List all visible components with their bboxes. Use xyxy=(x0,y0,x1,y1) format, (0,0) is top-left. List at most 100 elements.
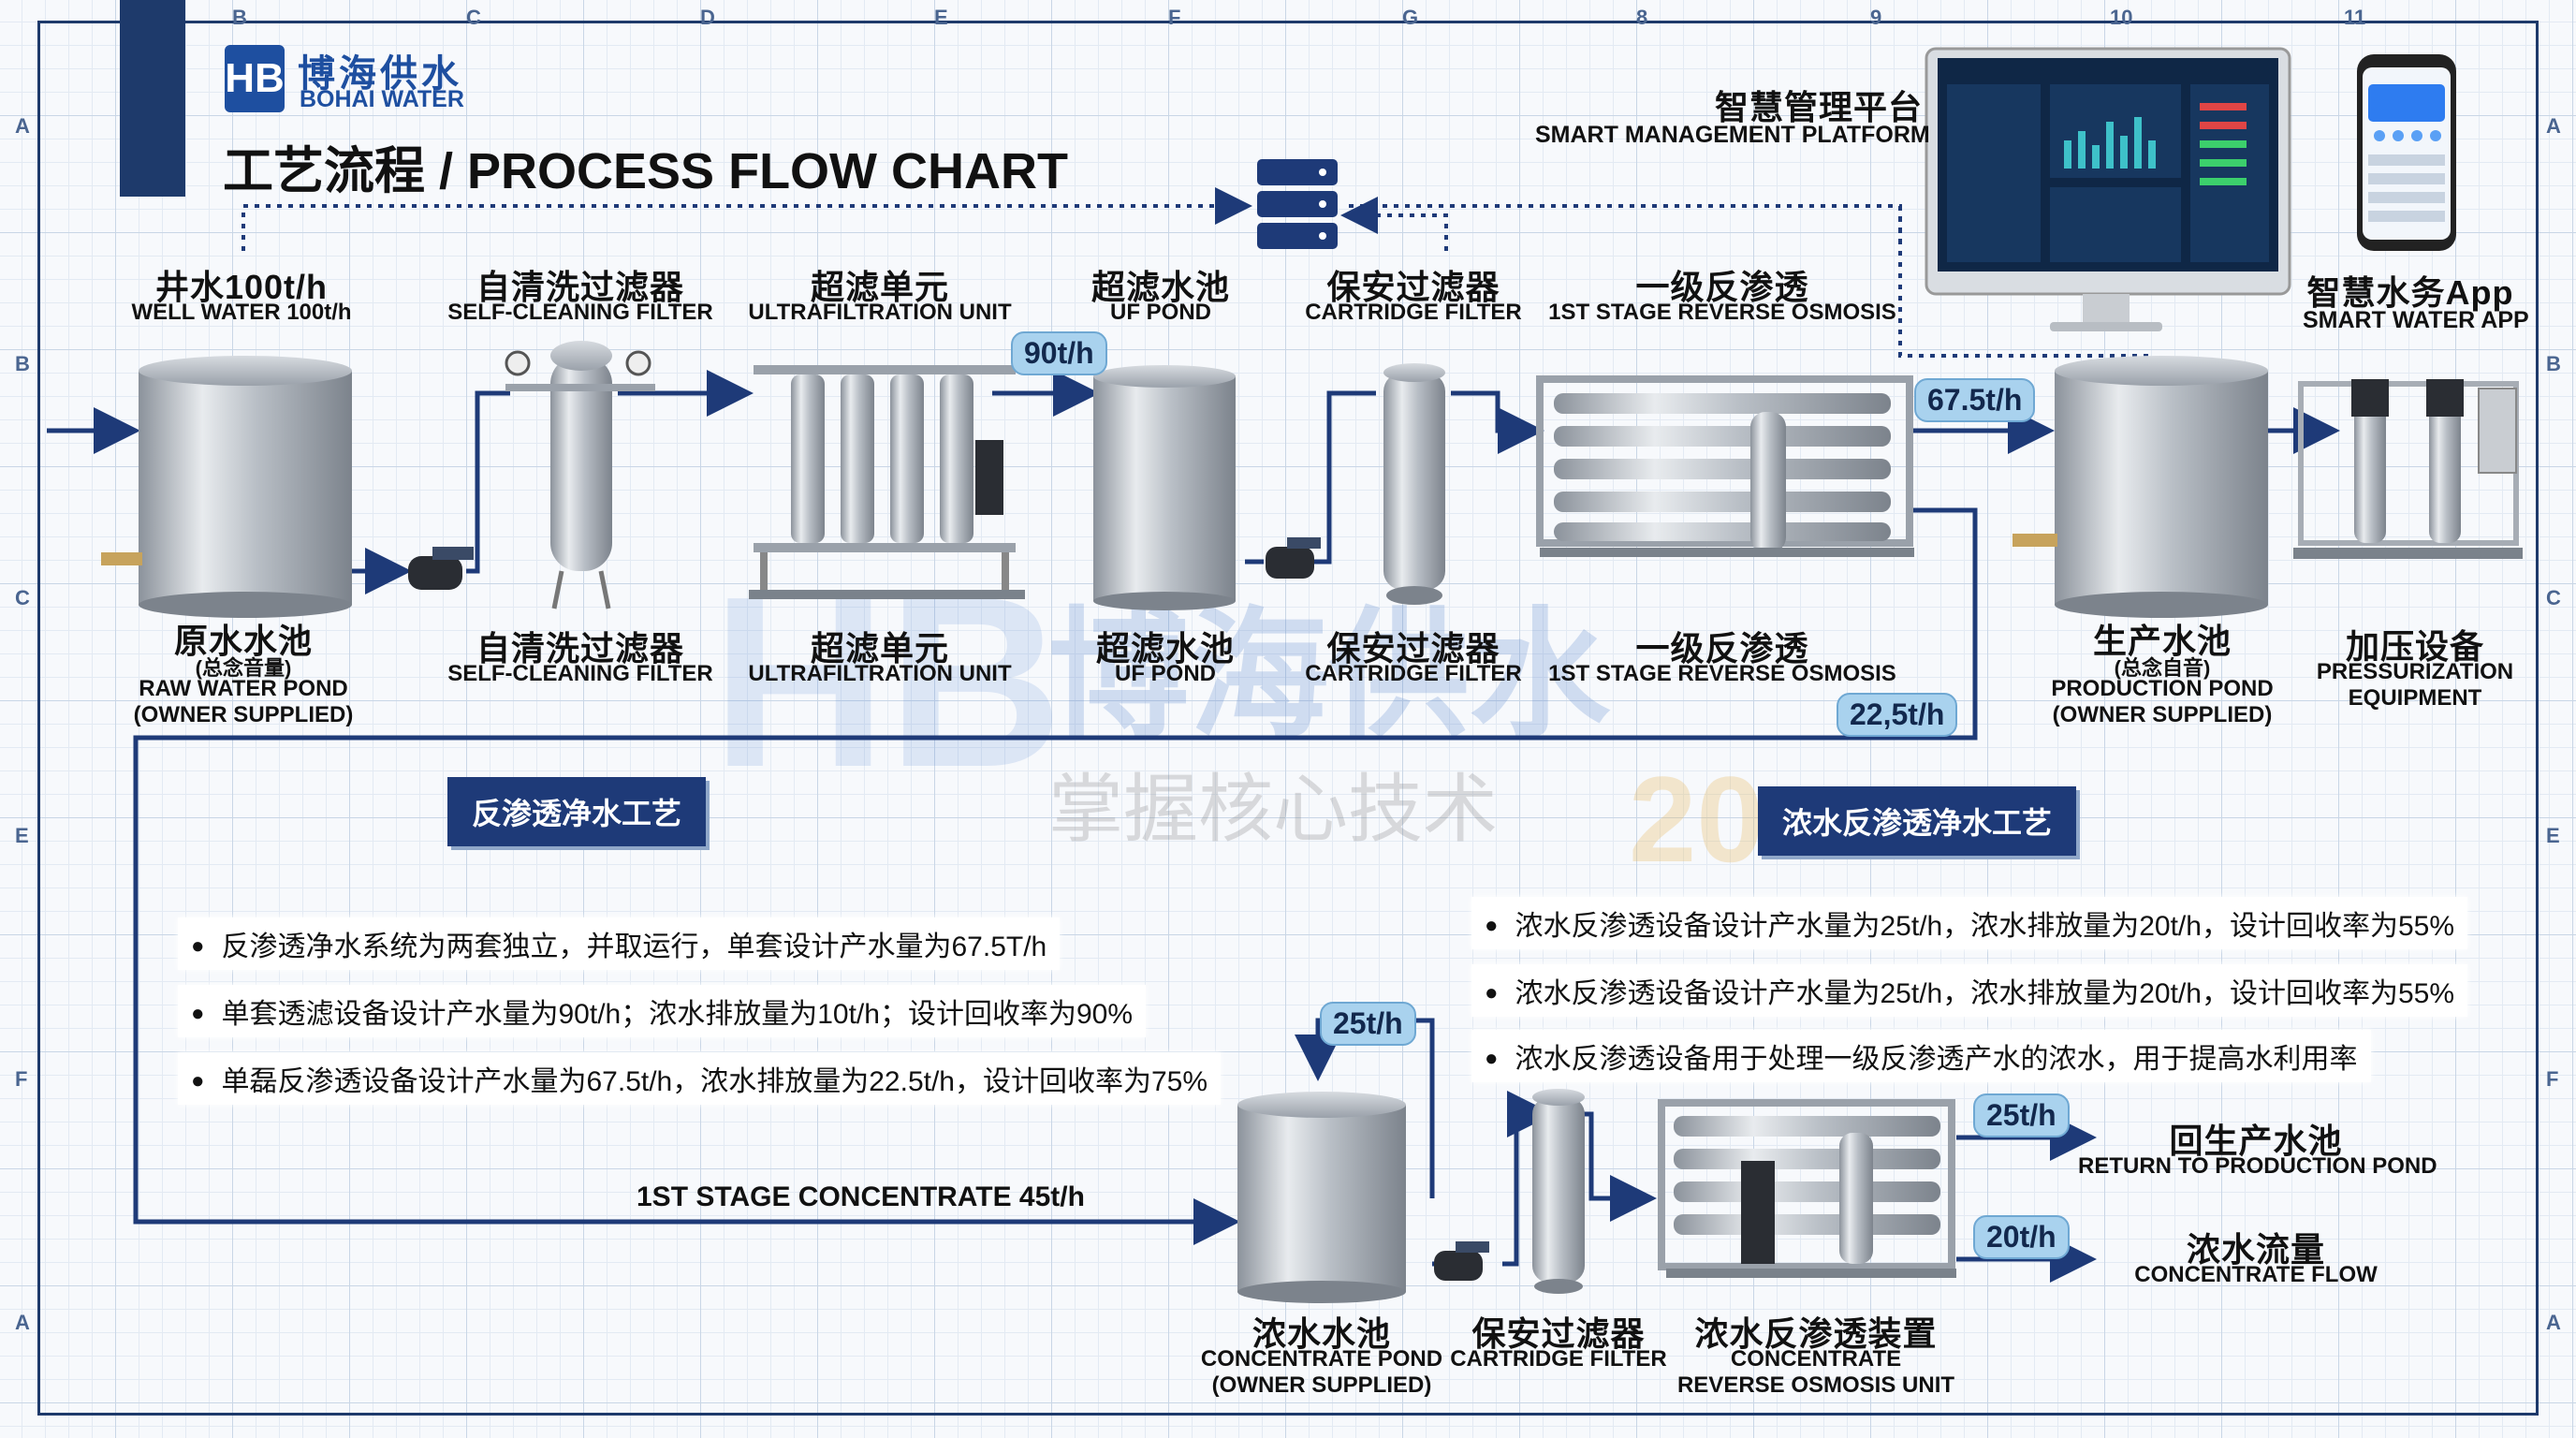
label-ufpond-en: UF POND xyxy=(1115,661,1216,686)
label-production-en2: (OWNER SUPPLIED) xyxy=(2052,702,2273,727)
note-left-2: 单套透滤设备设计产水量为90t/h；浓水排放量为10t/h；设计回收率为90% xyxy=(178,985,1146,1037)
label-concflow-cn: 浓水流量 xyxy=(2186,1230,2325,1269)
brand-logo: HB xyxy=(225,45,285,112)
brand-name-cn: 博海供水 xyxy=(298,53,462,95)
title-block-bar xyxy=(120,0,185,197)
label-ufpond-cn: 超滤水池 xyxy=(1095,629,1235,668)
grid-col-label: F xyxy=(1168,6,1181,29)
label-cartridge-cn: 保安过滤器 xyxy=(1326,629,1500,668)
grid-col-label: E xyxy=(934,6,948,29)
banner-ro-process: 反渗透净水工艺 xyxy=(447,777,707,846)
watermark-years: 20 xyxy=(1629,751,1764,888)
label-rawpond-en1: RAW WATER POND xyxy=(139,676,348,701)
grid-row-label-left: B xyxy=(15,352,30,375)
grid-col-label: B xyxy=(232,6,247,29)
rate-concentrate-flow: 20t/h xyxy=(1973,1215,2070,1259)
grid-row-label-right: F xyxy=(2546,1067,2559,1091)
label-concpond-en2: (OWNER SUPPLIED) xyxy=(1211,1372,1432,1398)
grid-row-label-right: A xyxy=(2546,114,2561,138)
label-concro-cn: 浓水反渗透装置 xyxy=(1694,1314,1938,1353)
app-title-cn: 智慧水务App xyxy=(2306,273,2514,312)
note-left-1: 反渗透净水系统为两套独立，并取运行，单套设计产水量为67.5T/h xyxy=(178,917,1061,970)
pump-2-icon xyxy=(1266,537,1321,579)
label-selfclean-top-en: SELF-CLEANING FILTER xyxy=(447,300,713,325)
data-link-lines xyxy=(242,187,2153,358)
page-title: 工艺流程 / PROCESS FLOW CHART xyxy=(223,143,1068,199)
grid-row-label-right: B xyxy=(2546,352,2561,375)
label-cartridge-top-en: CARTRIDGE FILTER xyxy=(1305,300,1522,325)
grid-row-label-right: A xyxy=(2546,1311,2561,1334)
platform-title-en: SMART MANAGEMENT PLATFORM xyxy=(1535,122,1930,148)
grid-row-label-left: A xyxy=(15,114,30,138)
label-rawpond-en2: (OWNER SUPPLIED) xyxy=(133,702,354,727)
pressurization-equipment xyxy=(2293,379,2523,559)
label-production-en1: PRODUCTION POND xyxy=(2051,676,2274,701)
banner-concentrate-process: 浓水反渗透净水工艺 xyxy=(1758,786,2077,856)
label-uf-top-cn: 超滤单元 xyxy=(810,268,949,306)
label-cartridge-top-cn: 保安过滤器 xyxy=(1326,268,1500,306)
phone-icon xyxy=(2357,54,2456,251)
label-ro1-top-en: 1ST STAGE REVERSE OSMOSIS xyxy=(1548,300,1896,325)
grid-row-label-right: C xyxy=(2546,586,2561,609)
label-production-cn: 生产水池 xyxy=(2092,622,2232,660)
raw-water-tank xyxy=(101,356,352,618)
production-pond-tank xyxy=(2012,356,2268,618)
grid-col-label: 9 xyxy=(1870,6,1882,29)
grid-col-label: D xyxy=(700,6,715,29)
grid-row-label-left: C xyxy=(15,586,30,609)
watermark-slogan: 掌握核心技术 xyxy=(1048,768,1498,851)
label-uf-cn: 超滤单元 xyxy=(810,629,949,668)
label-well-en: WELL WATER 100t/h xyxy=(131,300,352,325)
self-cleaning-filter xyxy=(505,341,655,609)
label-ro1-top-cn: 一级反渗透 xyxy=(1635,268,1809,306)
grid-row-label-right: E xyxy=(2546,824,2560,847)
label-cartridge-en: CARTRIDGE FILTER xyxy=(1305,661,1522,686)
monitor-icon xyxy=(1925,47,2291,331)
label-return-en: RETURN TO PRODUCTION POND xyxy=(2078,1153,2437,1179)
label-uf-en: ULTRAFILTRATION UNIT xyxy=(748,661,1012,686)
grid-row-label-left: E xyxy=(15,824,29,847)
label-ro1-en: 1ST STAGE REVERSE OSMOSIS xyxy=(1548,661,1896,686)
rate-ro-product: 67.5t/h xyxy=(1914,378,2036,422)
label-uf-top-en: ULTRAFILTRATION UNIT xyxy=(748,300,1012,325)
label-pressurize-cn: 加压设备 xyxy=(2345,627,2484,666)
label-concro-en2: REVERSE OSMOSIS UNIT xyxy=(1676,1372,1955,1398)
label-selfclean-cn: 自清洗过滤器 xyxy=(476,629,684,668)
server-icon xyxy=(1257,159,1338,249)
cartridge-filter-2 xyxy=(1532,1089,1585,1294)
concentrate-pond-tank xyxy=(1237,1092,1406,1303)
watermark-brand: 博海供水 xyxy=(1048,596,1611,754)
concentrate-ro-unit xyxy=(1658,1099,1956,1278)
grid-col-label: 11 xyxy=(2344,6,2366,29)
note-left-3: 单磊反渗透设备设计产水量为67.5t/h，浓水排放量为22.5t/h，设计回收率… xyxy=(178,1052,1222,1105)
label-concpond-en1: CONCENTRATE POND xyxy=(1200,1346,1443,1372)
rate-return: 25t/h xyxy=(1973,1093,2070,1137)
concentrate-line-label: 1ST STAGE CONCENTRATE 45t/h xyxy=(637,1181,1085,1212)
ultrafiltration-unit xyxy=(749,365,1025,599)
uf-pond-tank xyxy=(1093,365,1236,610)
pump-3-icon xyxy=(1434,1241,1489,1281)
note-right-2: 浓水反渗透设备设计产水量为25t/h，浓水排放量为20t/h，设计回收率为55% xyxy=(1471,964,2467,1017)
label-concflow-en: CONCENTRATE FLOW xyxy=(2134,1262,2378,1287)
grid-col-label: G xyxy=(1402,6,1419,29)
pipe-lines xyxy=(47,370,2340,1283)
label-return-cn: 回生产水池 xyxy=(2169,1122,2343,1160)
rate-concentrate-pond: 25t/h xyxy=(1320,1002,1416,1046)
cartridge-filter-1 xyxy=(1383,363,1445,605)
label-pressurize-en2: EQUIPMENT xyxy=(2348,685,2482,711)
label-pressurize-en1: PRESSURIZATION xyxy=(2316,659,2514,684)
pump-1-icon xyxy=(408,547,474,590)
note-right-3: 浓水反渗透设备用于处理一级反渗透产水的浓水，用于提高水利用率 xyxy=(1471,1030,2371,1082)
platform-title-cn: 智慧管理平台 xyxy=(1715,88,1924,126)
rate-uf: 90t/h xyxy=(1011,331,1107,375)
label-cartridge2-en: CARTRIDGE FILTER xyxy=(1450,1346,1667,1372)
grid-col-label: 10 xyxy=(2110,6,2133,29)
grid-row-label-left: A xyxy=(15,1311,30,1334)
label-rawpond-sub: (总念音量) xyxy=(195,656,292,680)
grid-row-label-left: F xyxy=(15,1067,28,1091)
ro-1-unit xyxy=(1536,375,1914,557)
label-ro1-cn: 一级反渗透 xyxy=(1635,629,1809,668)
label-well-cn: 井水100t/h xyxy=(154,268,329,306)
